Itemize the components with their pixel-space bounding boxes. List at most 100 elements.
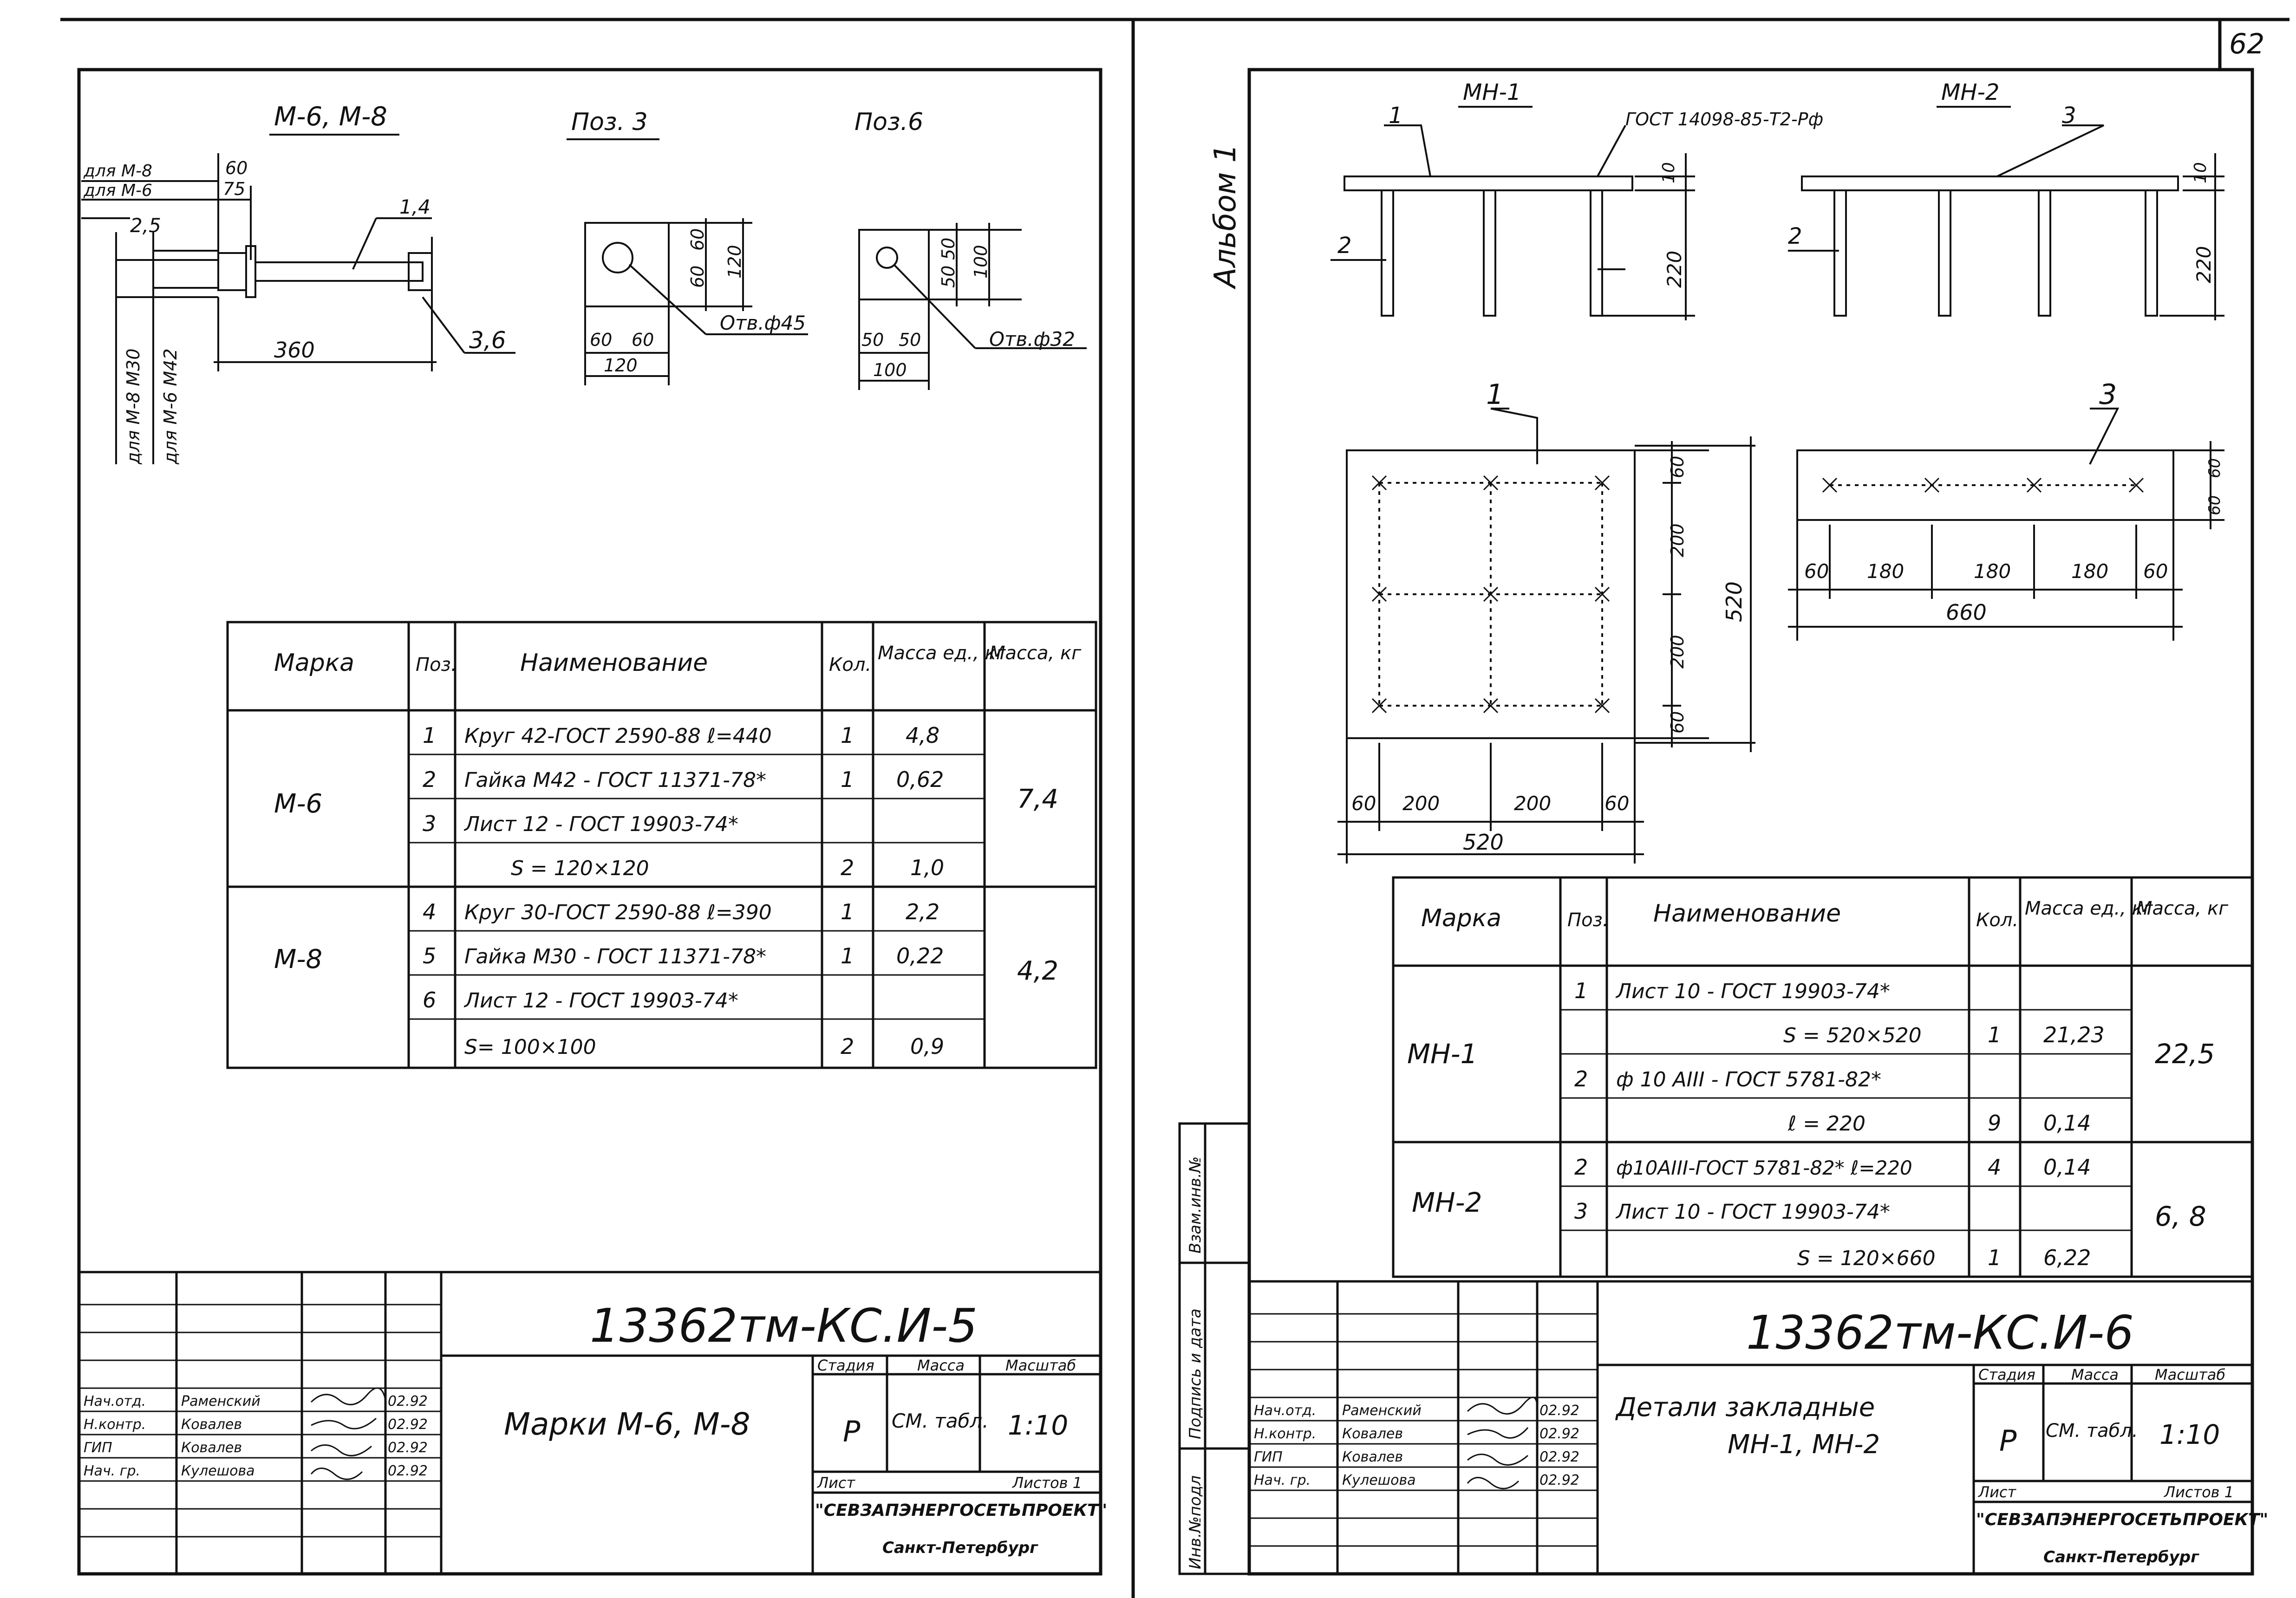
mn1-v200a: 200 xyxy=(1667,523,1688,557)
mn2-r180b: 180 xyxy=(1974,560,2011,583)
dim-m8-label: для М-8 xyxy=(83,162,152,181)
gost-note: ГОСТ 14098-85-Т2-Рф xyxy=(1625,109,1823,130)
rt-r5-name: ф10АIII-ГОСТ 5781-82* ℓ=220 xyxy=(1616,1156,1912,1179)
rtb-sheets-label: Листов 1 xyxy=(2164,1483,2234,1501)
rtb-person-0: Раменский xyxy=(1342,1403,1422,1419)
p3-dim-120b: 120 xyxy=(604,355,638,376)
mn1-v520: 520 xyxy=(1722,581,1747,622)
lt-r2-name: Гайка М42 - ГОСТ 11371-78* xyxy=(464,768,766,792)
right-signatures xyxy=(1467,1397,1538,1489)
right-frame xyxy=(1247,68,2254,1576)
rt-r5-mass: 0,14 xyxy=(2043,1155,2091,1180)
lt-r8-qty: 2 xyxy=(841,1034,854,1059)
dim-m42: для М-6 М42 xyxy=(160,349,181,465)
mn2-r660: 660 xyxy=(1946,600,1987,625)
lt-r8-name: S= 100×100 xyxy=(464,1035,596,1059)
ltb-person-2: Ковалев xyxy=(181,1440,242,1456)
ltb-person-3: Кулешова xyxy=(181,1463,255,1479)
ltb-scale-label: Масштаб xyxy=(1005,1357,1076,1374)
rt-r4-mass: 0,14 xyxy=(2043,1111,2091,1136)
rtb-role-3: Нач. гр. xyxy=(1254,1472,1311,1488)
left-signatures xyxy=(310,1387,386,1480)
rtb-date-0: 02.92 xyxy=(1539,1403,1579,1419)
mn2-dim-10: 10 xyxy=(2191,162,2210,183)
p3-dim-120: 120 xyxy=(724,245,745,279)
lt-r4-mass: 1,0 xyxy=(910,855,944,880)
rtb-scale: 1:10 xyxy=(2159,1419,2220,1450)
rt-mark-mn1: МН-1 xyxy=(1407,1038,1478,1070)
rtb-scale-label: Масштаб xyxy=(2155,1366,2225,1384)
ltb-role-2: ГИП xyxy=(84,1440,112,1456)
mn1-v200b: 200 xyxy=(1667,635,1688,669)
pos6-title: Поз.6 xyxy=(854,108,923,136)
lt-r5-qty: 1 xyxy=(841,899,854,924)
side-inv: Инв.№подл xyxy=(1186,1475,1205,1569)
lt-r6-mass: 0,22 xyxy=(896,943,944,968)
mn2-callout-3: 3 xyxy=(2062,103,2076,129)
dim-3-6: 3,6 xyxy=(469,327,506,354)
rt-r6-name: Лист 10 - ГОСТ 19903-74* xyxy=(1615,1200,1890,1224)
dim-m30: для М-8 М30 xyxy=(123,349,144,465)
ltb-date-1: 02.92 xyxy=(388,1416,428,1433)
mn1-plan-callout-1: 1 xyxy=(1486,378,1504,411)
ltb-role-3: Нач. гр. xyxy=(84,1463,140,1479)
ltb-date-3: 02.92 xyxy=(388,1463,428,1479)
mn1-dim-10: 10 xyxy=(1659,162,1678,183)
ltb-date-0: 02.92 xyxy=(388,1393,428,1410)
lt-h-name: Наименование xyxy=(520,649,708,677)
rt-total-mn1: 22,5 xyxy=(2155,1038,2215,1070)
lt-h-mass: Масса, кг xyxy=(989,643,1082,664)
mn1-side-view xyxy=(1331,124,1695,320)
mn1-h520: 520 xyxy=(1463,830,1504,855)
mn1-h200b: 200 xyxy=(1514,792,1551,815)
rtb-person-2: Ковалев xyxy=(1342,1449,1403,1465)
p6-hole: Отв.ф32 xyxy=(989,328,1075,351)
lt-h-mass-unit: Масса ед., кг xyxy=(878,643,1006,664)
lt-r6-pos: 5 xyxy=(423,943,436,968)
rt-h-mass-unit: Масса ед., кг xyxy=(2025,898,2153,919)
ltb-mass-label: Масса xyxy=(917,1357,965,1374)
ltb-stage: Р xyxy=(843,1415,861,1449)
lt-r5-pos: 4 xyxy=(423,899,436,924)
left-spec-table xyxy=(226,621,1097,1069)
left-title-block xyxy=(79,1271,1101,1574)
pos6-plate xyxy=(858,223,1087,390)
mn2-r60a: 60 xyxy=(1804,560,1829,583)
mn1-plan-view xyxy=(1337,408,1755,864)
rtb-role-0: Нач.отд. xyxy=(1254,1403,1316,1419)
mn2-side-view xyxy=(1788,124,2224,320)
lt-r3-pos: 3 xyxy=(423,811,436,836)
rtb-date-3: 02.92 xyxy=(1539,1472,1579,1488)
album-label: Альбом 1 xyxy=(1208,144,1243,290)
mn1-h200a: 200 xyxy=(1402,792,1440,815)
ltb-city: Санкт-Петербург xyxy=(882,1539,1038,1557)
rt-r2-qty: 1 xyxy=(1988,1022,2001,1047)
rtb-person-3: Кулешова xyxy=(1342,1472,1416,1488)
lt-r1-qty: 1 xyxy=(841,723,854,748)
ltb-scale: 1:10 xyxy=(1008,1410,1068,1441)
rt-h-pos: Поз. xyxy=(1567,909,1609,931)
ltb-sheet-label: Лист xyxy=(817,1474,855,1492)
rtb-sheet-label: Лист xyxy=(1978,1483,2016,1501)
mn1-callout-1: 1 xyxy=(1389,103,1403,129)
rtb-stage: Р xyxy=(1999,1424,2017,1458)
mn2-rv60b: 60 xyxy=(2205,495,2224,515)
lt-r8-mass: 0,9 xyxy=(910,1034,944,1059)
lt-mark-m6: М-6 xyxy=(274,789,322,819)
left-drawing-title: М-6, М-8 xyxy=(274,102,387,132)
lt-h-mark: Марка xyxy=(274,649,354,677)
rtb-date-2: 02.92 xyxy=(1539,1449,1579,1465)
lt-r1-pos: 1 xyxy=(423,723,436,748)
rtb-stage-label: Стадия xyxy=(1978,1366,2035,1384)
sheet-number: 62 xyxy=(2229,28,2264,60)
lt-r6-qty: 1 xyxy=(841,943,854,968)
lt-r2-mass: 0,62 xyxy=(896,767,944,792)
left-frame xyxy=(77,68,1102,1576)
rt-r5-pos: 2 xyxy=(1574,1155,1588,1180)
left-drawing-name: Марки М-6, М-8 xyxy=(504,1406,750,1442)
pos3-title: Поз. 3 xyxy=(571,108,648,136)
ltb-date-2: 02.92 xyxy=(388,1440,428,1456)
ltb-role-0: Нач.отд. xyxy=(84,1393,146,1410)
lt-total-m6: 7,4 xyxy=(1017,784,1058,814)
